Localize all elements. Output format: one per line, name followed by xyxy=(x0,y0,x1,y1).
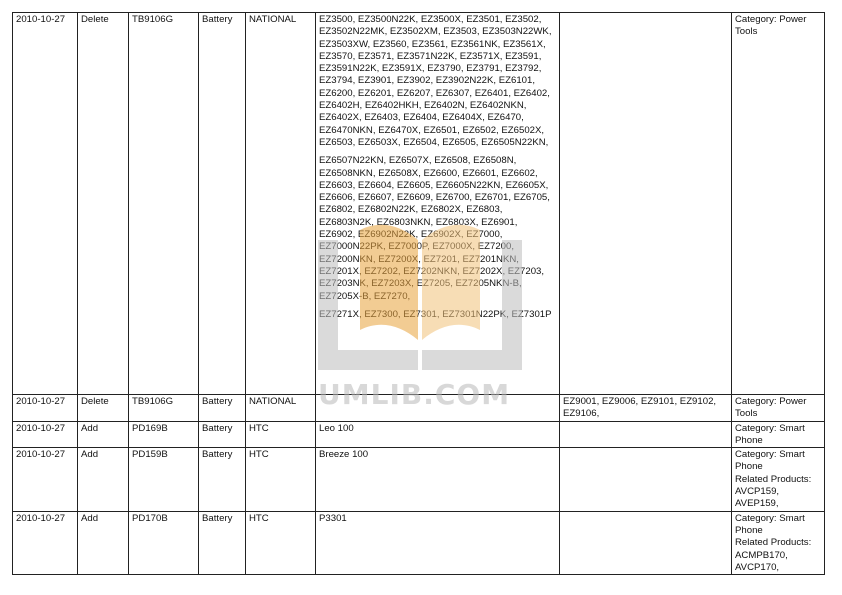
action-cell: Add xyxy=(77,447,129,512)
models-block-1: EZ3500, EZ3500N22K, EZ3500X, EZ3501, EZ3… xyxy=(319,14,552,148)
category-cell: Category: Power Tools xyxy=(731,394,825,422)
action-cell: Add xyxy=(77,510,129,576)
brand-cell: HTC xyxy=(245,510,316,576)
brand-cell: NATIONAL xyxy=(245,394,316,422)
action-cell: Add xyxy=(77,420,129,449)
compatible-models-cell: Leo 100 xyxy=(315,420,560,449)
related-products-label: Related Products: xyxy=(735,473,812,485)
category-label: Category: Power xyxy=(735,14,807,25)
table-row: 2010-10-27 Delete TB9106G Battery NATION… xyxy=(12,12,825,395)
type-cell: Battery xyxy=(198,420,246,449)
models-block-2: EZ6507N22KN, EZ6507X, EZ6508, EZ6508N, E… xyxy=(319,155,550,302)
models-block-3: EZ7271X, EZ7300, EZ7301, EZ7301N22PK, EZ… xyxy=(319,308,552,320)
related-products-value: AVCP159, AVEP159, xyxy=(735,486,780,510)
category-value: Phone xyxy=(735,461,763,473)
extra-models-cell xyxy=(559,447,732,512)
part-number-cell: PD170B xyxy=(128,510,199,576)
action-cell: Delete xyxy=(77,12,129,395)
type-cell: Battery xyxy=(198,394,246,422)
type-cell: Battery xyxy=(198,12,246,395)
category-cell: Category: Smart Phone xyxy=(731,420,825,449)
extra-models-cell xyxy=(559,12,732,395)
date-cell: 2010-10-27 xyxy=(12,12,78,395)
category-value: Phone xyxy=(735,524,763,536)
table-row: 2010-10-27 Delete TB9106G Battery NATION… xyxy=(12,394,825,422)
change-log-sheet: 2010-10-27 Delete TB9106G Battery NATION… xyxy=(12,12,825,576)
brand-cell: NATIONAL xyxy=(245,12,316,395)
category-label: Category: Smart xyxy=(735,512,805,524)
category-cell: Category: Power Tools xyxy=(731,12,825,395)
change-log-table: 2010-10-27 Delete TB9106G Battery NATION… xyxy=(12,12,825,576)
category-value: Tools xyxy=(735,408,758,420)
category-label: Category: Smart xyxy=(735,449,805,461)
extra-models-cell xyxy=(559,420,732,449)
part-number-cell: TB9106G xyxy=(128,12,199,395)
extra-models-cell xyxy=(559,510,732,576)
part-number-cell: PD159B xyxy=(128,447,199,512)
type-cell: Battery xyxy=(198,447,246,512)
compatible-models-cell: Breeze 100 xyxy=(315,447,560,512)
category-value: Phone xyxy=(735,434,763,446)
table-row: 2010-10-27 Add PD170B Battery HTC P3301 … xyxy=(12,510,825,576)
table-row: 2010-10-27 Add PD169B Battery HTC Leo 10… xyxy=(12,420,825,449)
date-cell: 2010-10-27 xyxy=(12,447,78,512)
action-cell: Delete xyxy=(77,394,129,422)
compatible-models-cell xyxy=(315,394,560,422)
category-cell: Category: Smart Phone Related Products: … xyxy=(731,447,825,512)
extra-models-cell: EZ9001, EZ9006, EZ9101, EZ9102, EZ9106, xyxy=(559,394,732,422)
category-value: Tools xyxy=(735,26,758,38)
part-number-cell: TB9106G xyxy=(128,394,199,422)
related-products-label: Related Products: xyxy=(735,537,812,549)
brand-cell: HTC xyxy=(245,447,316,512)
type-cell: Battery xyxy=(198,510,246,576)
category-cell: Category: Smart Phone Related Products: … xyxy=(731,510,825,576)
compatible-models-cell: P3301 xyxy=(315,510,560,576)
compatible-models-cell: EZ3500, EZ3500N22K, EZ3500X, EZ3501, EZ3… xyxy=(315,12,560,395)
related-products-value: ACMPB170, AVCP170, xyxy=(735,549,788,573)
brand-cell: HTC xyxy=(245,420,316,449)
date-cell: 2010-10-27 xyxy=(12,420,78,449)
part-number-cell: PD169B xyxy=(128,420,199,449)
date-cell: 2010-10-27 xyxy=(12,510,78,576)
category-label: Category: Power xyxy=(735,396,807,407)
category-label: Category: Smart xyxy=(735,422,805,434)
table-row: 2010-10-27 Add PD159B Battery HTC Breeze… xyxy=(12,447,825,512)
date-cell: 2010-10-27 xyxy=(12,394,78,422)
